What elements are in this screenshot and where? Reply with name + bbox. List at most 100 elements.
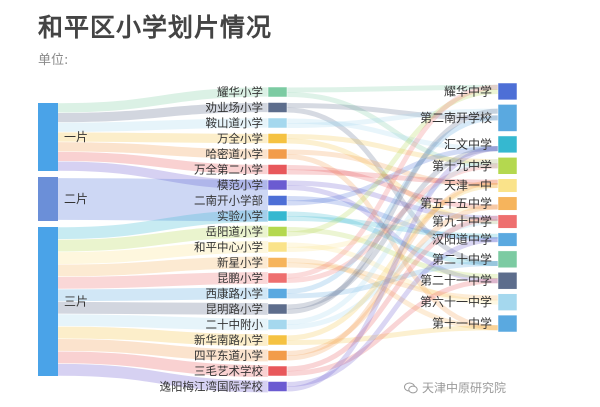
- link-primary-to-middle: [286, 258, 499, 331]
- primary-school-label: 哈密道小学: [206, 147, 264, 161]
- link-group-to-primary: [57, 339, 269, 362]
- link-primary-to-middle: [286, 219, 499, 330]
- primary-school-label: 实验小学: [217, 209, 263, 223]
- watermark: 天津中原研究院: [404, 379, 506, 396]
- labels-layer: 一片二片三片耀华小学劝业场小学鞍山道小学万全小学哈密道小学万全第二小学模范小学二…: [64, 83, 492, 393]
- link-primary-to-middle: [286, 107, 499, 267]
- middle-school-node: [497, 314, 518, 333]
- primary-school-node: [267, 226, 288, 237]
- primary-school-node: [267, 241, 288, 253]
- group-label: 三片: [64, 295, 88, 309]
- middle-school-label: 第二十一中学: [420, 273, 492, 288]
- link-group-to-primary: [57, 225, 269, 252]
- link-group-to-primary: [57, 178, 269, 222]
- link-primary-to-middle: [286, 108, 499, 128]
- middle-school-node: [497, 272, 518, 290]
- middle-school-label: 第六十一中学: [420, 294, 492, 309]
- primary-school-node: [267, 303, 288, 315]
- link-primary-to-middle: [286, 118, 499, 152]
- primary-school-label: 新星小学: [217, 256, 263, 270]
- link-primary-to-middle: [286, 211, 499, 267]
- link-primary-to-middle: [286, 159, 499, 325]
- primary-school-node: [267, 350, 288, 361]
- middle-school-label: 第十九中学: [432, 158, 492, 173]
- middle-school-label: 第五十五中学: [420, 196, 492, 211]
- primary-school-label: 万全第二小学: [194, 163, 263, 177]
- link-group-to-primary: [57, 118, 269, 132]
- link-group-to-primary: [57, 132, 269, 144]
- link-primary-to-middle: [286, 196, 499, 243]
- wechat-icon: [404, 382, 418, 393]
- link-primary-to-middle: [286, 185, 499, 284]
- primary-school-label: 昆明路小学: [206, 302, 264, 316]
- link-primary-to-middle: [286, 242, 499, 305]
- group-node: [38, 103, 58, 171]
- primary-school-label: 万全小学: [217, 132, 263, 146]
- middle-school-label: 第二十中学: [432, 251, 492, 266]
- link-primary-to-middle: [286, 215, 499, 372]
- primary-school-node: [267, 319, 288, 330]
- primary-school-node: [267, 334, 288, 346]
- primary-school-label: 新华南路小学: [194, 333, 263, 347]
- link-primary-to-middle: [286, 179, 499, 361]
- primary-school-label: 昆鹏小学: [217, 271, 263, 285]
- primary-school-label: 四平东道小学: [194, 349, 263, 363]
- link-group-to-primary: [57, 142, 269, 159]
- nodes-layer: [38, 82, 518, 392]
- middle-school-label: 第九十中学: [432, 214, 492, 229]
- primary-school-label: 鞍山道小学: [206, 116, 264, 130]
- watermark-text: 天津中原研究院: [422, 381, 507, 395]
- primary-school-node: [267, 117, 288, 129]
- link-primary-to-middle: [286, 278, 499, 376]
- link-primary-to-middle: [286, 146, 499, 206]
- middle-school-label: 天津一中: [444, 178, 492, 193]
- middle-school-node: [497, 157, 518, 175]
- page-title: 和平区小学划片情况: [38, 13, 273, 42]
- link-primary-to-middle: [286, 204, 499, 356]
- link-primary-to-middle: [286, 84, 499, 93]
- primary-school-node: [267, 365, 288, 377]
- middle-school-node: [497, 293, 518, 311]
- middle-school-label: 第二南开学校: [420, 110, 492, 125]
- middle-school-label: 耀华中学: [444, 83, 492, 98]
- link-primary-to-middle: [286, 261, 499, 299]
- link-primary-to-middle: [286, 183, 499, 341]
- link-primary-to-middle: [286, 115, 499, 294]
- group-node: [38, 177, 58, 221]
- primary-school-node: [267, 195, 288, 206]
- link-group-to-primary: [57, 301, 269, 315]
- primary-school-node: [267, 288, 288, 299]
- link-primary-to-middle: [286, 146, 499, 392]
- link-group-to-primary: [57, 287, 269, 302]
- link-group-to-primary: [57, 351, 269, 377]
- primary-school-node: [267, 257, 288, 268]
- group-label: 二片: [64, 192, 88, 206]
- primary-school-node: [267, 86, 288, 98]
- middle-school-node: [497, 250, 518, 269]
- link-primary-to-middle: [286, 204, 499, 252]
- primary-school-label: 二十中附小: [206, 318, 264, 332]
- link-primary-to-middle: [286, 154, 499, 331]
- primary-school-label: 模范小学: [217, 178, 263, 192]
- link-primary-to-middle: [286, 134, 499, 165]
- link-primary-to-middle: [286, 108, 499, 314]
- middle-school-node: [497, 196, 518, 211]
- middle-school-node: [497, 232, 518, 247]
- link-primary-to-middle: [286, 180, 499, 221]
- middle-school-node: [497, 214, 518, 229]
- middle-school-label: 汉阳道中学: [432, 232, 492, 247]
- link-group-to-primary: [57, 363, 269, 393]
- primary-school-node: [267, 133, 288, 144]
- link-group-to-primary: [57, 241, 269, 264]
- primary-school-node: [267, 179, 288, 191]
- link-primary-to-middle: [286, 216, 499, 239]
- link-primary-to-middle: [286, 227, 499, 280]
- group-node: [38, 227, 58, 376]
- middle-school-node: [497, 82, 518, 101]
- link-primary-to-middle: [286, 169, 499, 185]
- middle-school-node: [497, 178, 518, 193]
- link-group-to-primary: [57, 102, 269, 123]
- group-label: 一片: [64, 130, 88, 144]
- link-primary-to-middle: [286, 325, 499, 345]
- primary-school-node: [267, 148, 288, 160]
